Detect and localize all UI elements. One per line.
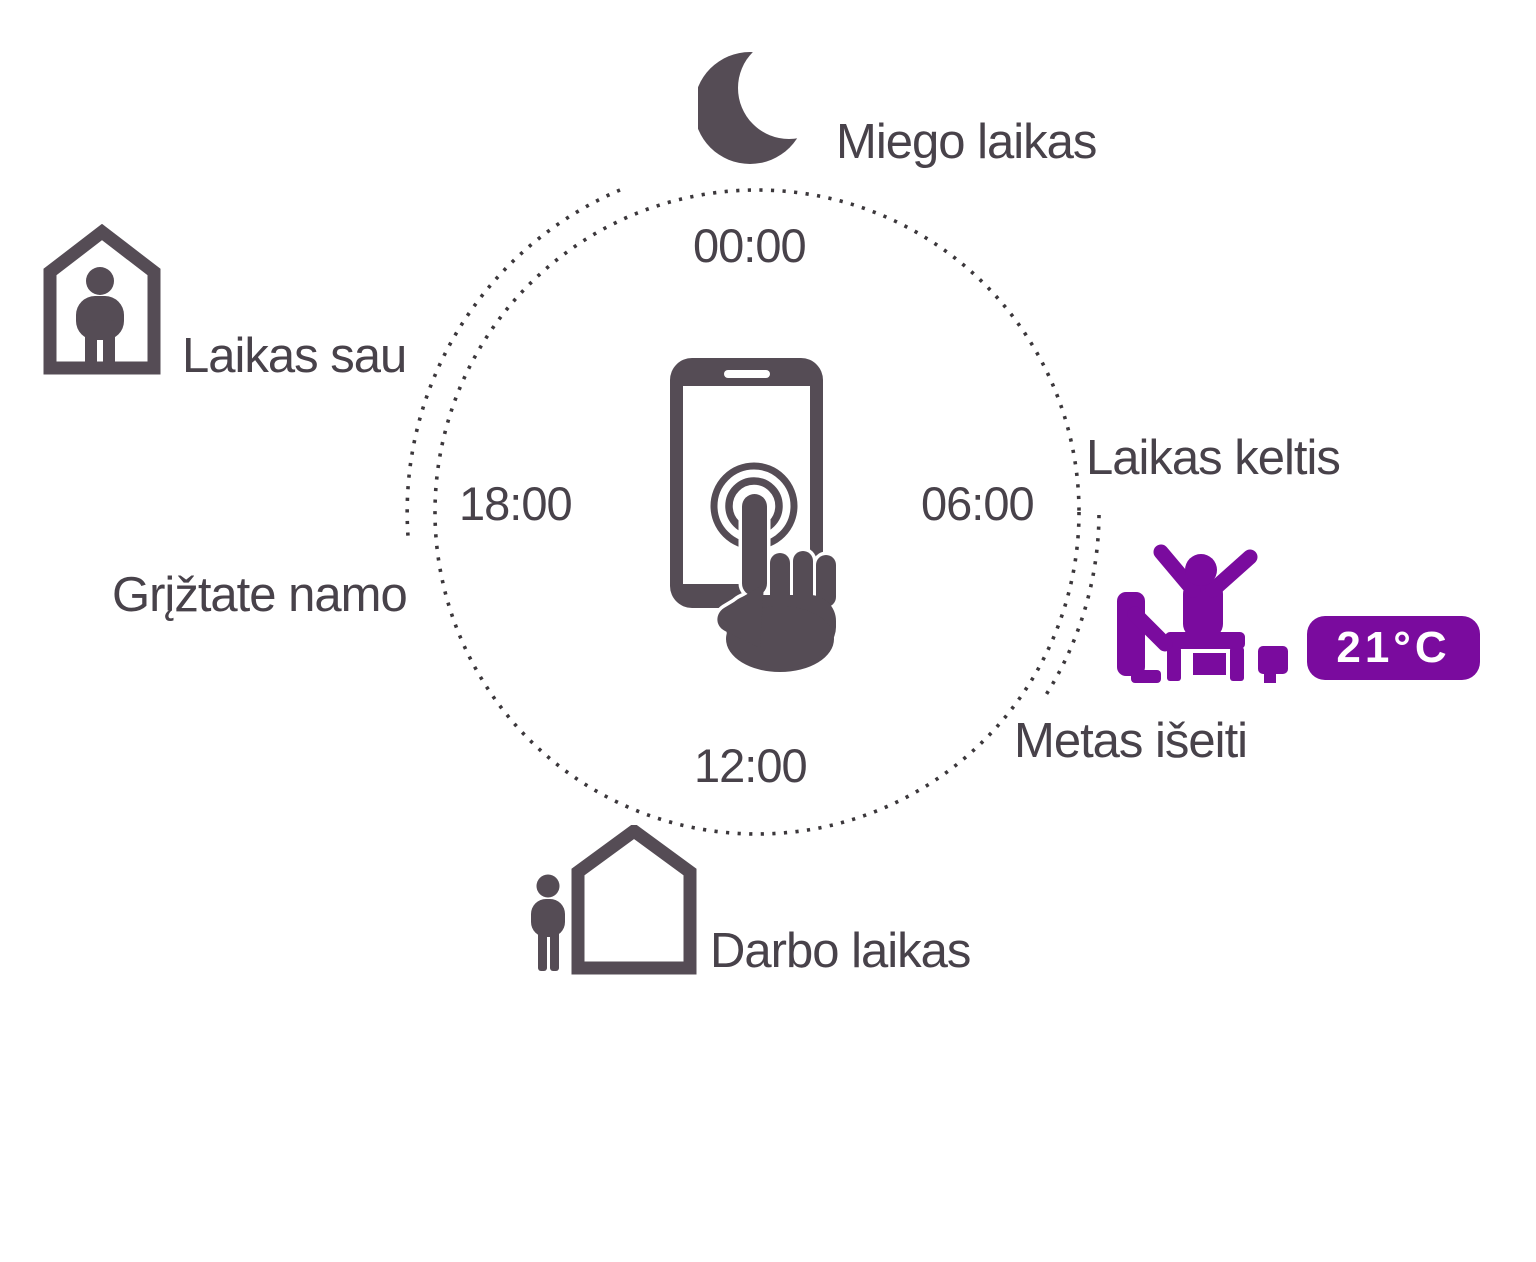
label-wake-up: Laikas keltis xyxy=(1086,431,1341,485)
temperature-badge: 21°C xyxy=(1307,616,1480,680)
smartphone-touch-icon xyxy=(670,358,840,676)
bed-frame xyxy=(1165,632,1245,649)
phone-speaker xyxy=(724,370,770,378)
label-work-time: Darbo laikas xyxy=(710,924,971,978)
clock-time-morning: 06:00 xyxy=(921,477,1035,530)
person-left-arm xyxy=(1153,544,1201,598)
lamp-arm xyxy=(1127,606,1173,652)
label-sleep-time: Miego laikas xyxy=(836,115,1097,169)
morning-period-arc xyxy=(1042,514,1101,699)
person-leaving xyxy=(531,874,565,971)
temperature-value: 21°C xyxy=(1336,623,1451,672)
person-head xyxy=(1185,554,1217,586)
moon-icon xyxy=(698,42,816,164)
label-return-home: Grįžtate namo xyxy=(110,567,435,628)
person-outside-house-icon xyxy=(531,825,697,975)
label-time-to-leave: Metas išeiti xyxy=(1014,714,1248,768)
clock-time-midnight: 00:00 xyxy=(693,219,807,272)
clock-time-evening: 18:00 xyxy=(459,477,573,530)
clock-dotted-circle xyxy=(433,188,1081,836)
person-in-house xyxy=(76,267,124,368)
clock-time-noon: 12:00 xyxy=(694,739,808,792)
label-me-time: Laikas sau xyxy=(182,329,407,383)
wakeup-bed-icon xyxy=(1117,544,1288,683)
lamp-pole xyxy=(1117,592,1145,676)
house-person-icon xyxy=(43,224,161,375)
person-right-arm xyxy=(1205,549,1258,598)
touch-hand xyxy=(717,494,836,672)
nightstand xyxy=(1258,646,1288,674)
